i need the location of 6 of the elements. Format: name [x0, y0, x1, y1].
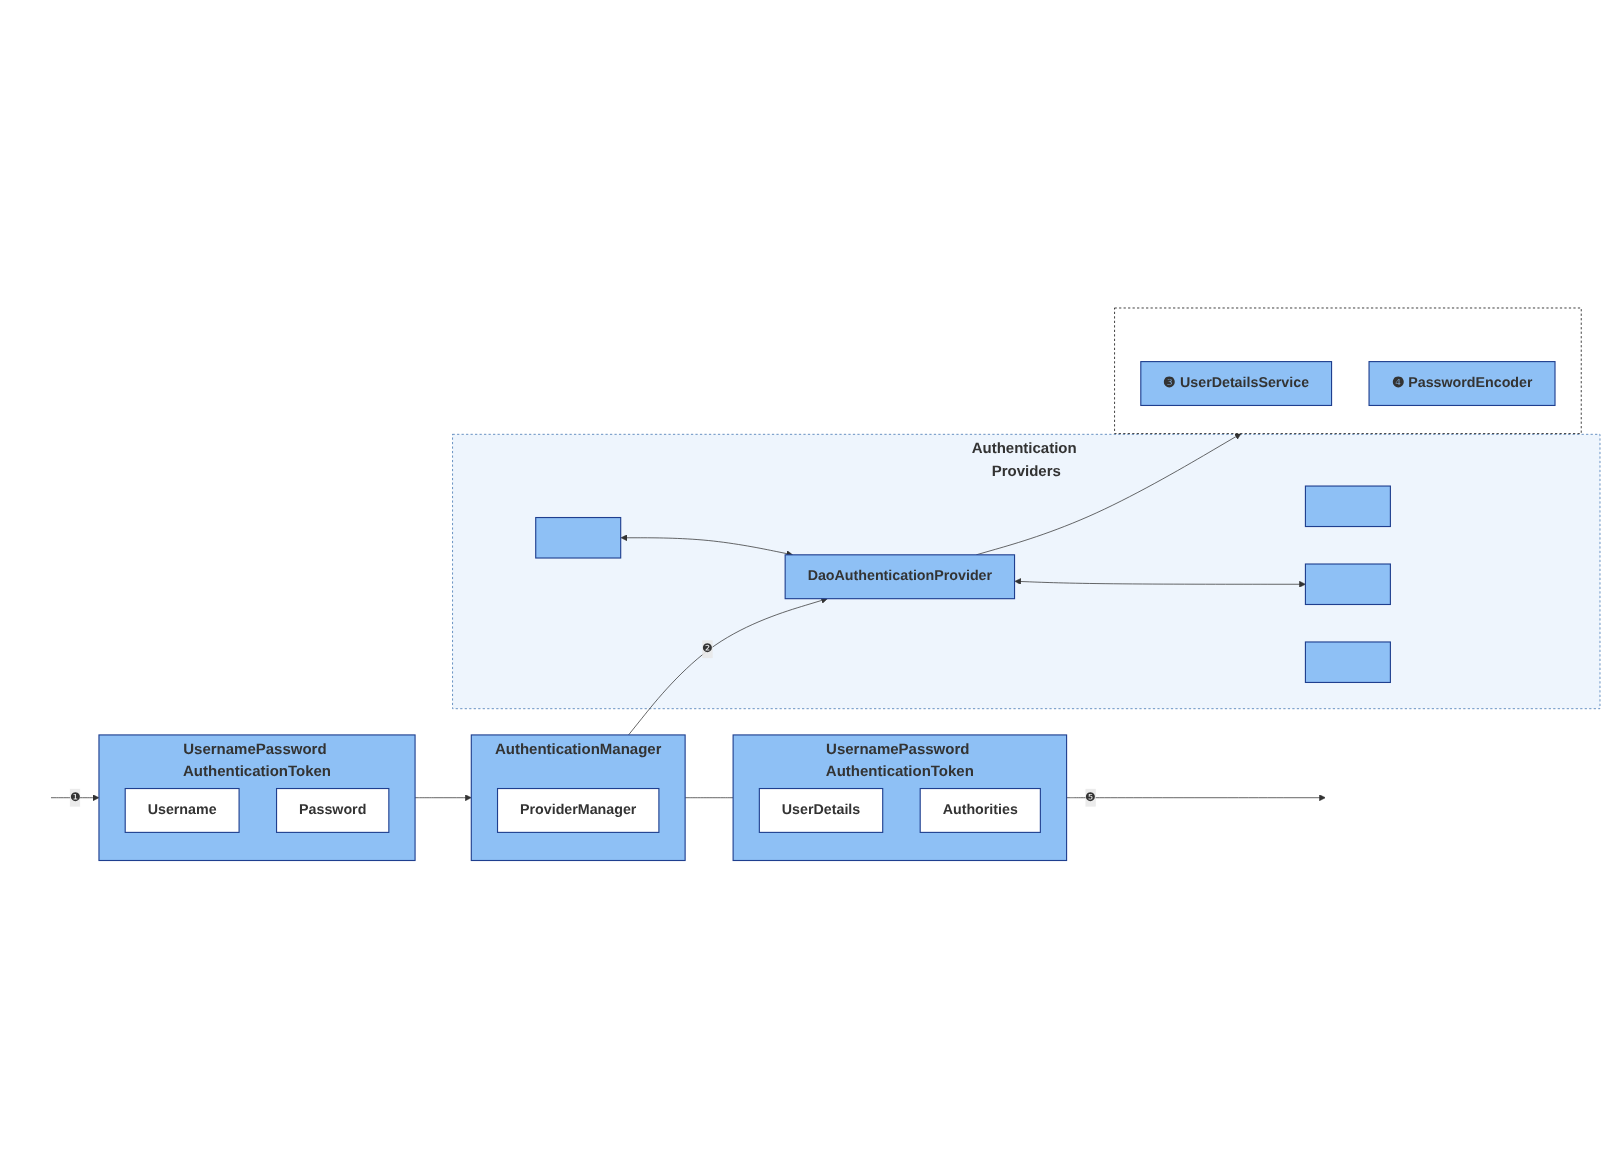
node-bar	[1304, 641, 1391, 683]
connector	[684, 797, 734, 798]
cluster	[1114, 307, 1582, 434]
node-bar	[1304, 485, 1391, 527]
node-bar	[1304, 563, 1391, 605]
node-bar	[535, 516, 622, 559]
